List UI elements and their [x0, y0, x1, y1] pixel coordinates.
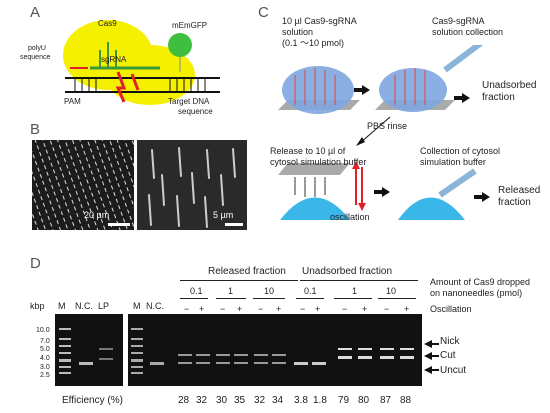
amount-line1: Amount of Cas9 dropped — [430, 277, 531, 287]
lane-lp: LP — [98, 301, 110, 311]
panel-a-letter: A — [30, 4, 41, 21]
osc-plus-4: + — [315, 304, 321, 314]
efficiency-11: 87 — [380, 395, 392, 406]
osc-plus-6: + — [404, 304, 410, 314]
released-fraction-header: Released fraction — [208, 266, 286, 277]
scale-bar-1 — [108, 223, 130, 226]
scale-bar-2 — [225, 223, 243, 226]
release-line1: Release to 10 µl of — [270, 146, 346, 156]
scale-bar-1-label: 20 µm — [84, 210, 110, 220]
osc-minus-6: − — [384, 304, 390, 314]
target-label-2: sequence — [178, 107, 213, 116]
lane-m2: M — [133, 301, 141, 311]
efficiency-9: 79 — [338, 395, 350, 406]
collect-line2: solution collection — [432, 27, 504, 37]
band-uncut-label: Uncut — [440, 365, 467, 376]
lane-m: M — [58, 301, 66, 311]
amount-rule-6 — [378, 298, 416, 299]
polyU-label: polyU — [28, 45, 46, 52]
osc-minus-2: − — [220, 304, 226, 314]
unadsorbed-header-rule — [300, 280, 418, 281]
amount-rule-5 — [334, 298, 372, 299]
sgRNA-label: sgRNA — [101, 55, 127, 64]
release-line2: cytosol simulation buffer — [270, 157, 367, 167]
amount-line2: on nanoneedles (pmol) — [430, 288, 523, 298]
osc-plus-1: + — [199, 304, 205, 314]
unadsorbed-fraction-header: Unadsorbed fraction — [302, 266, 393, 277]
band-nick-label: Nick — [440, 336, 460, 347]
lane-nc: N.C. — [75, 301, 93, 311]
osc-minus-3: − — [258, 304, 264, 314]
osc-minus-5: − — [342, 304, 348, 314]
released-header-rule — [180, 280, 298, 281]
cas9-diagram — [63, 20, 220, 105]
efficiency-8: 1.8 — [313, 395, 327, 406]
ladder-10: 10.0 — [36, 327, 50, 334]
efficiency-5: 32 — [254, 395, 266, 406]
amount-rule-4 — [296, 298, 324, 299]
oscillation-label: oscillation — [330, 212, 370, 222]
ladder-4: 4.0 — [40, 355, 50, 362]
efficiency-2: 32 — [196, 395, 208, 406]
efficiency-7: 3.8 — [294, 395, 308, 406]
amount-0.1-b: 0.1 — [304, 286, 317, 296]
kbp-label: kbp — [30, 301, 45, 311]
target-label-1: Target DNA — [168, 97, 210, 106]
ladder-5: 5.0 — [40, 346, 50, 353]
panel-b-letter: B — [30, 121, 41, 138]
sem-image-2 — [137, 140, 247, 230]
collection-line1: Collection of cytosol — [420, 146, 501, 156]
band-cut-label: Cut — [440, 350, 456, 361]
efficiency-4: 35 — [234, 395, 246, 406]
released-fraction-label: fraction — [498, 197, 531, 208]
efficiency-12: 88 — [400, 395, 412, 406]
unadsorbed-fraction-label: fraction — [482, 92, 515, 103]
workflow-diagram — [278, 45, 490, 220]
released-label: Released — [498, 185, 541, 196]
amount-0.1: 0.1 — [190, 286, 203, 296]
amount-rule-3 — [253, 298, 285, 299]
step1-line2: solution — [282, 27, 314, 37]
amount-10: 10 — [264, 286, 275, 296]
osc-plus-3: + — [276, 304, 282, 314]
ladder-2.5: 2.5 — [40, 372, 50, 379]
osc-minus-4: − — [300, 304, 306, 314]
unadsorbed-label: Unadsorbed — [482, 80, 537, 91]
panel-d-letter: D — [30, 255, 41, 272]
osc-minus-1: − — [184, 304, 190, 314]
efficiency-10: 80 — [358, 395, 370, 406]
ladder-3: 3.0 — [40, 364, 50, 371]
pam-label: PAM — [64, 97, 81, 106]
mEmGFP-label: mEmGFP — [172, 21, 208, 30]
efficiency-1: 28 — [178, 395, 190, 406]
sem-image-1 — [32, 140, 134, 230]
rinse-label: PBS rinse — [367, 121, 408, 131]
collection-line2: simulation buffer — [420, 157, 486, 167]
band-arrows — [424, 340, 439, 374]
panel-c-letter: C — [258, 4, 269, 21]
gel-image-1 — [55, 314, 123, 386]
osc-plus-2: + — [237, 304, 243, 314]
efficiency-label: Efficiency (%) — [62, 395, 123, 406]
amount-rule-1 — [180, 298, 208, 299]
amount-rule-2 — [216, 298, 246, 299]
amount-1-b: 1 — [352, 286, 358, 296]
ladder-7: 7.0 — [40, 338, 50, 345]
amount-10-b: 10 — [386, 286, 397, 296]
osc-plus-5: + — [362, 304, 368, 314]
lane-nc2: N.C. — [146, 301, 164, 311]
step1-line1: 10 µl Cas9-sgRNA — [282, 16, 357, 26]
scale-bar-2-label: 5 µm — [213, 210, 234, 220]
collect-line1: Cas9-sgRNA — [432, 16, 485, 26]
efficiency-3: 30 — [216, 395, 228, 406]
step1-line3: (0.1 〜10 pmol) — [282, 38, 345, 48]
amount-1: 1 — [228, 286, 234, 296]
oscillation-row-label: Oscillation — [430, 304, 472, 314]
cas9-label: Cas9 — [98, 19, 117, 28]
polyU-sequence-label: sequence — [20, 54, 51, 61]
efficiency-6: 34 — [272, 395, 284, 406]
gel-image-2 — [128, 314, 422, 386]
